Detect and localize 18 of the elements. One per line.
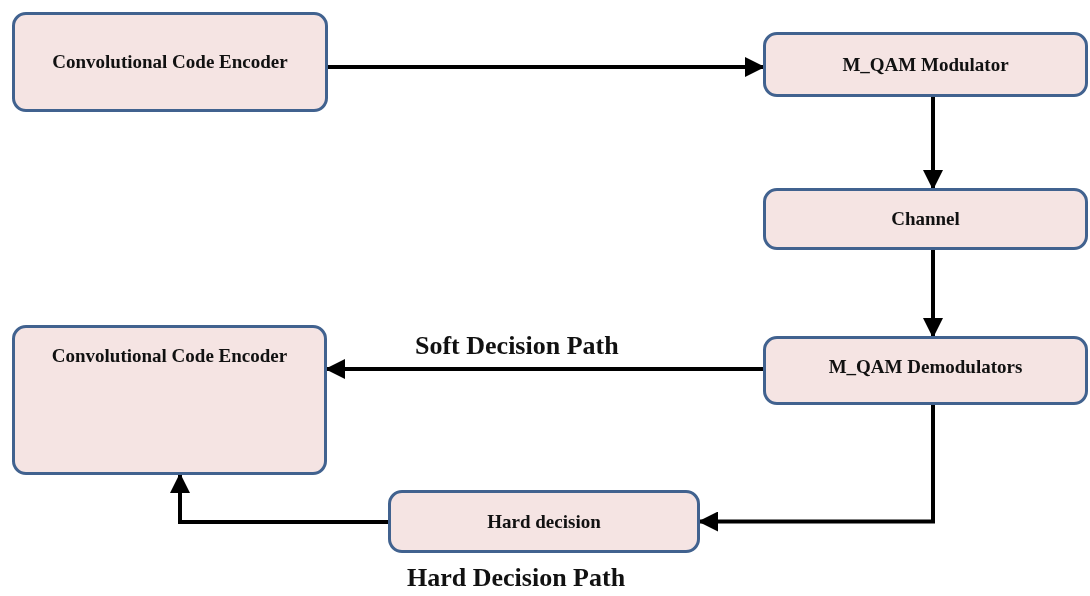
process-box [763,336,1088,405]
process-box [763,188,1088,250]
process-box [12,12,328,112]
process-box [12,325,327,475]
arrow [923,250,943,338]
arrow [698,405,935,532]
box-label: M_QAM Modulator [841,52,1010,77]
arrow [328,57,765,77]
box-label: Hard decision [486,509,602,534]
process-box [763,32,1088,97]
arrow [923,97,943,190]
box-label: Channel [890,207,961,232]
box-label: M_QAM Demodulators [827,355,1024,379]
arrow [170,473,388,524]
process-box [388,490,700,553]
arrow [325,359,763,379]
box-label: Convolutional Code Encoder [51,50,289,75]
box-label: Convolutional Code Encoder [50,344,289,368]
